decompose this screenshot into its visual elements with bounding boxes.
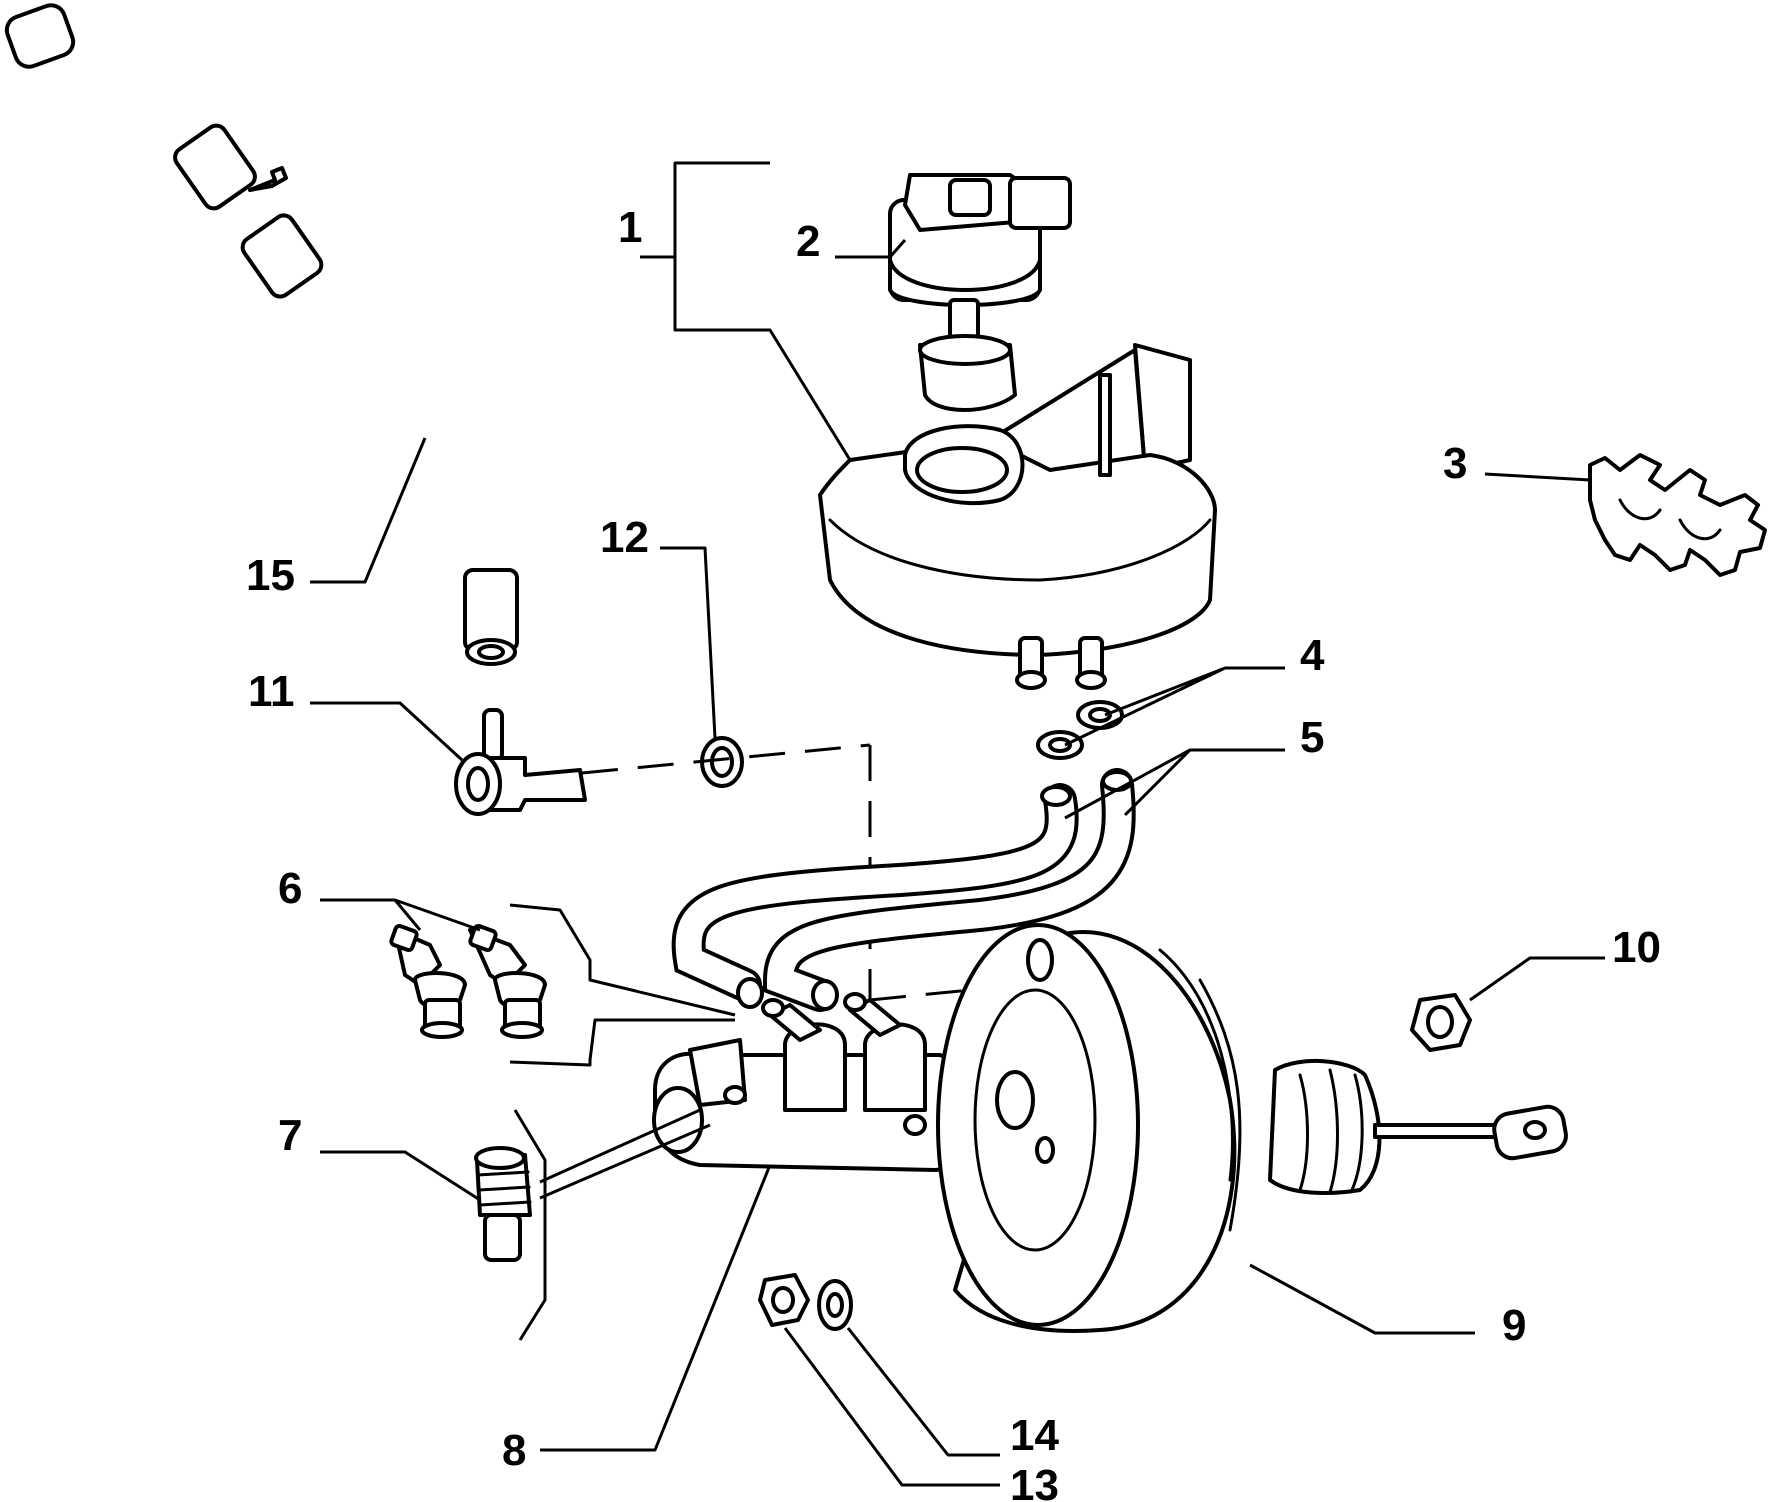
callout-6: 6 xyxy=(278,864,302,913)
leader-1 xyxy=(640,161,852,461)
callout-labels: 1 2 3 4 5 6 7 8 9 10 11 12 13 14 15 xyxy=(246,203,1661,1502)
leader-15 xyxy=(310,437,427,584)
part-9-brake-booster xyxy=(936,923,1568,1333)
callout-5: 5 xyxy=(1300,713,1324,762)
group-bracket-lines xyxy=(509,903,736,1341)
callout-1: 1 xyxy=(618,203,642,252)
callout-15: 15 xyxy=(246,551,295,600)
leader-6 xyxy=(320,898,481,932)
leader-10 xyxy=(1469,956,1605,1002)
leader-2 xyxy=(835,239,907,259)
leader-5 xyxy=(1064,748,1285,820)
callout-7: 7 xyxy=(278,1111,302,1160)
leader-4 xyxy=(1064,666,1285,747)
callout-11: 11 xyxy=(248,667,295,716)
callout-12: 12 xyxy=(600,513,649,562)
part-4-grommets xyxy=(1036,700,1124,760)
callout-13: 13 xyxy=(1010,1461,1059,1502)
leader-9 xyxy=(1249,1263,1475,1335)
callout-10: 10 xyxy=(1612,923,1661,972)
leader-lines xyxy=(310,161,1605,1487)
leader-13 xyxy=(783,1327,1000,1487)
part-13-nut xyxy=(758,1273,810,1327)
part-5-feed-hoses xyxy=(671,768,1136,1012)
leader-8 xyxy=(539,1108,772,1452)
callout-8: 8 xyxy=(502,1426,526,1475)
leader-14 xyxy=(846,1327,1000,1457)
part-2-reservoir-cap xyxy=(888,173,1072,412)
callout-3: 3 xyxy=(1443,439,1467,488)
leader-3 xyxy=(1484,472,1591,482)
part-3-pipe-clip xyxy=(1588,453,1767,577)
part-7-plug-screw xyxy=(474,1146,532,1262)
leader-12 xyxy=(660,546,717,739)
leader-7 xyxy=(320,1150,481,1202)
part-10-nut xyxy=(1410,993,1472,1052)
callout-2: 2 xyxy=(796,217,820,266)
part-1-reservoir-tank xyxy=(818,343,1217,690)
part-6-fittings xyxy=(389,923,547,1039)
callout-4: 4 xyxy=(1300,631,1325,680)
part-14-washer xyxy=(817,1279,853,1331)
part-11-hose-fitting xyxy=(454,708,587,816)
leader-11 xyxy=(310,701,464,762)
callout-14: 14 xyxy=(1010,1411,1059,1460)
part-8-master-cylinder xyxy=(652,992,1012,1172)
part-15-vacuum-hose xyxy=(4,3,519,666)
callout-9: 9 xyxy=(1502,1301,1526,1350)
